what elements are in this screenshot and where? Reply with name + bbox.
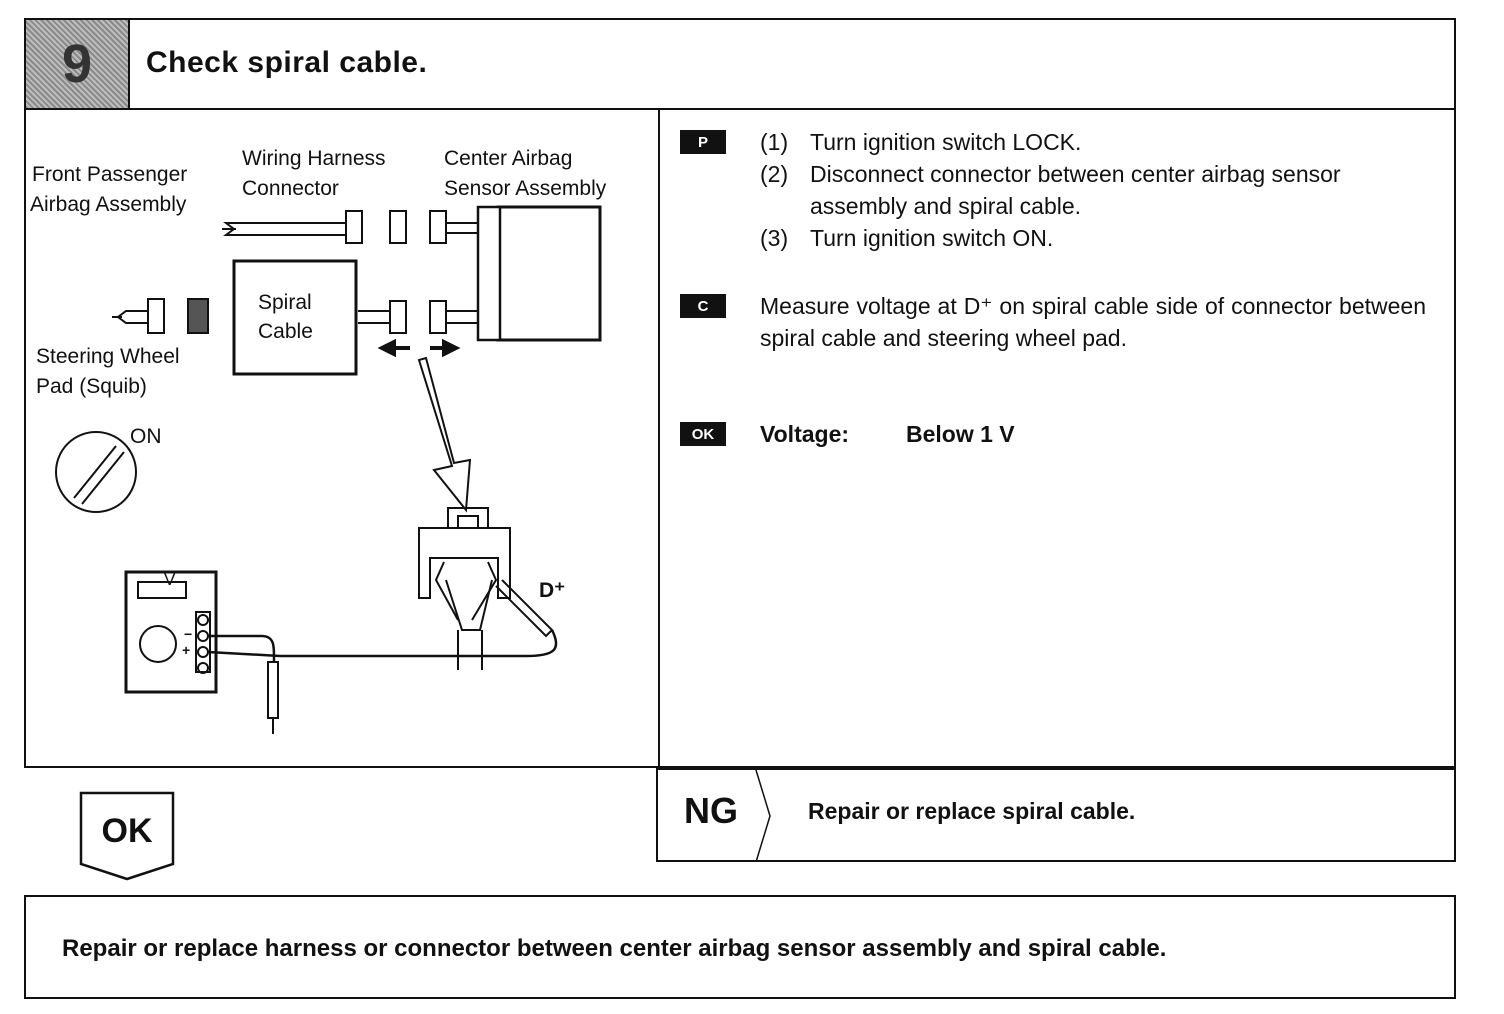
step-header: 9 Check spiral cable. (24, 18, 1456, 110)
multimeter-body (124, 570, 218, 694)
ok-label: OK (101, 812, 153, 850)
label-steering-wheel-2: Pad (Squib) (36, 375, 147, 398)
label-center-airbag-1: Center Airbag (444, 147, 573, 170)
step-1-text: Turn ignition switch LOCK. (810, 129, 1082, 155)
wiring-diagram (55, 205, 602, 734)
spec-value: Below 1 V (906, 421, 1015, 447)
badge-check: C (680, 294, 726, 318)
passenger-harness (223, 222, 347, 236)
ok-result: Repair or replace harness or connector b… (24, 895, 1456, 999)
check-instruction: Measure voltage at D⁺ on spiral cable si… (760, 293, 1426, 351)
ng-result: NG Repair or replace spiral cable. (656, 768, 1456, 862)
ignition-switch (55, 431, 137, 513)
label-center-airbag-2: Sensor Assembly (444, 177, 607, 200)
step-2-text: Disconnect connector between center airb… (810, 161, 1341, 219)
step-2-number: (2) (760, 161, 789, 187)
ok-action-text: Repair or replace harness or connector b… (62, 935, 1167, 962)
ng-label: NG (684, 790, 738, 831)
label-front-passenger-2: Airbag Assembly (30, 193, 187, 216)
center-airbag-sensor-box (496, 205, 602, 342)
diagram-panel: Front Passenger Airbag Assembly Wiring H… (24, 108, 660, 768)
step-3-number: (3) (760, 225, 789, 251)
step-1-number: (1) (760, 129, 789, 155)
pointer-arrow (417, 356, 472, 513)
step-3-text: Turn ignition switch ON. (810, 225, 1054, 251)
spec-label: Voltage: (760, 421, 850, 447)
ng-action-text: Repair or replace spiral cable. (808, 798, 1136, 824)
step-number: 9 (26, 20, 130, 108)
label-spiral-2: Cable (258, 320, 313, 343)
spiral-cable-box (232, 259, 358, 376)
meter-minus: − (184, 626, 193, 642)
badge-prep: P (680, 130, 726, 154)
label-spiral-1: Spiral (258, 291, 312, 314)
meter-unit: V (164, 570, 176, 589)
label-ignition-on: ON (130, 425, 162, 448)
meter-plus: + (182, 642, 191, 658)
procedure-panel: P (1) Turn ignition switch LOCK. (2) Dis… (658, 108, 1456, 768)
badge-ok: OK (680, 422, 726, 446)
label-front-passenger-1: Front Passenger (32, 163, 188, 186)
label-wiring-harness-2: Connector (242, 177, 339, 200)
label-wiring-harness-1: Wiring Harness (242, 147, 386, 170)
ok-arrow: OK (78, 790, 176, 882)
label-terminal-d-plus: D⁺ (539, 579, 566, 602)
label-steering-wheel-1: Steering Wheel (36, 345, 180, 368)
step-title: Check spiral cable. (146, 46, 428, 79)
ng-chevron (755, 770, 771, 862)
